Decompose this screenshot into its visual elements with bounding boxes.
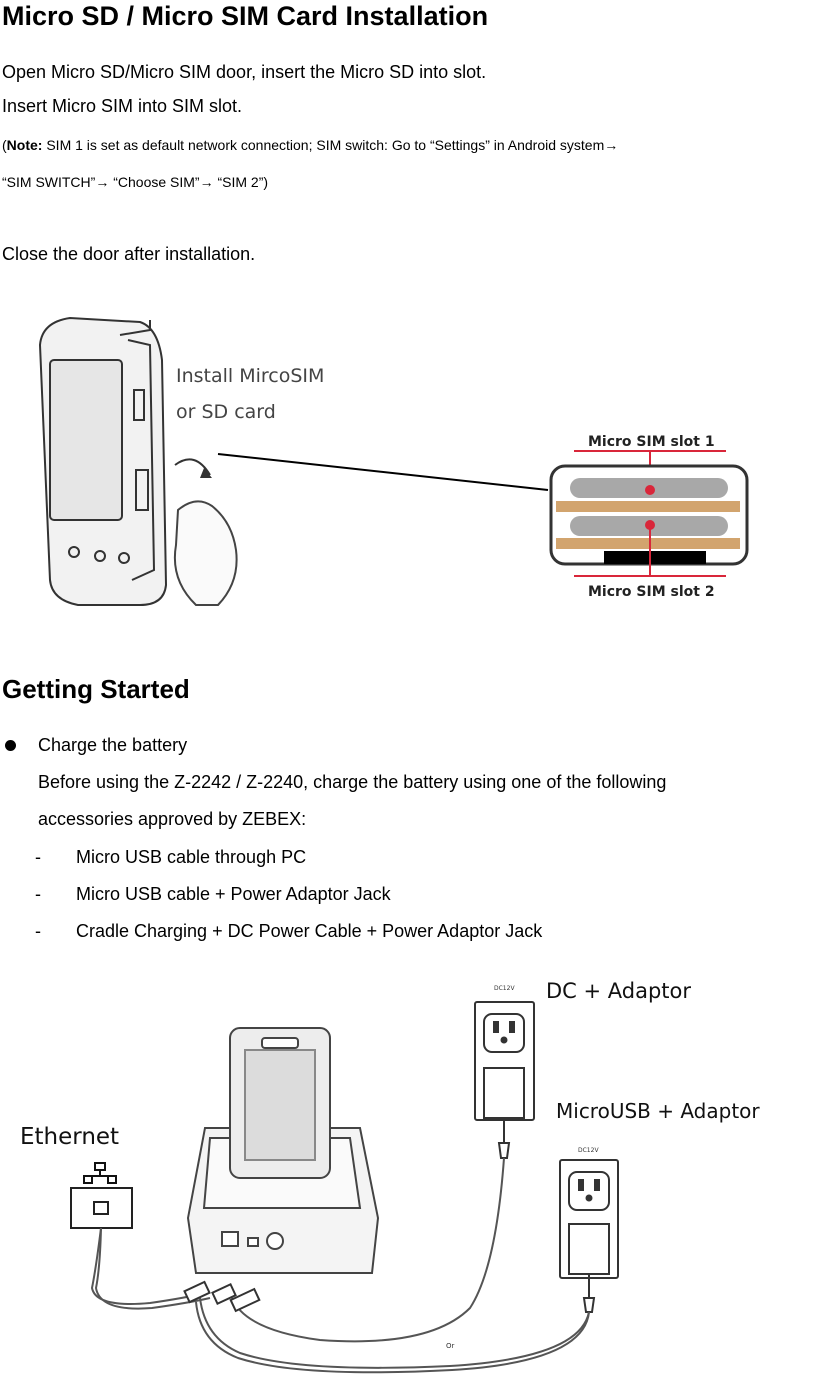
sim-note-line-2: “SIM SWITCH”→ “Choose SIM”→ “SIM 2”) <box>2 174 269 190</box>
option-1: Micro USB cable through PC <box>76 847 307 867</box>
sim-section-title: Micro SD / Micro SIM Card Installation <box>2 1 489 31</box>
rotate-arrow-icon <box>174 458 211 476</box>
microusb-adaptor-label: MicroUSB + Adaptor <box>556 1099 760 1123</box>
bullet-title: Charge the battery <box>38 735 188 755</box>
callout-line-2: or SD card <box>176 401 276 423</box>
leader-line <box>217 453 549 491</box>
dash-1: - <box>35 847 41 867</box>
or-label: Or <box>446 1342 455 1350</box>
slot1-marker <box>645 485 655 495</box>
cable-plugs <box>183 1280 261 1313</box>
sim-line-3: Close the door after installation. <box>2 244 256 264</box>
microusb-adaptor-tag: DC12V <box>578 1147 599 1154</box>
dash-2: - <box>35 884 41 904</box>
option-2: Micro USB cable + Power Adaptor Jack <box>76 884 391 904</box>
slot2-label: Micro SIM slot 2 <box>588 584 715 600</box>
dc-adaptor-label: DC + Adaptor <box>546 979 691 1003</box>
dc-wall-outlet <box>474 1001 535 1121</box>
ethernet-label: Ethernet <box>20 1124 119 1150</box>
sim-line-2: Insert Micro SIM into SIM slot. <box>2 96 243 116</box>
cables <box>90 1157 590 1374</box>
sim-note-line-1: (Note: SIM 1 is set as default network c… <box>2 137 619 153</box>
bullet-text-2: accessories approved by ZEBEX: <box>38 809 307 829</box>
note-label: Note: <box>6 137 43 153</box>
ethernet-icon <box>83 1162 117 1184</box>
arrow-right-icon: → <box>604 137 619 153</box>
callout-line-1: Install MircoSIM <box>176 365 324 387</box>
arrow-right-icon: → <box>199 174 214 190</box>
device-illustration <box>38 316 168 606</box>
microusb-wall-outlet <box>559 1159 619 1279</box>
option-3: Cradle Charging + DC Power Cable + Power… <box>76 921 543 941</box>
dc-adaptor-tag: DC12V <box>494 985 515 992</box>
sim-install-figure: Install MircoSIM or SD card Micro SIM sl… <box>38 316 749 606</box>
arrow-right-icon: → <box>95 174 110 190</box>
cradle-illustration <box>186 1027 380 1274</box>
sim-line-1: Open Micro SD/Micro SIM door, insert the… <box>2 62 487 82</box>
dash-3: - <box>35 921 41 941</box>
charging-figure: Ethernet DC + Adaptor DC12V <box>20 979 760 1374</box>
slot1-label: Micro SIM slot 1 <box>588 434 715 450</box>
bullet-icon <box>5 740 16 751</box>
hand-illustration <box>173 500 238 606</box>
getting-started-title: Getting Started <box>2 674 190 704</box>
bullet-text-1: Before using the Z-2242 / Z-2240, charge… <box>38 772 667 792</box>
